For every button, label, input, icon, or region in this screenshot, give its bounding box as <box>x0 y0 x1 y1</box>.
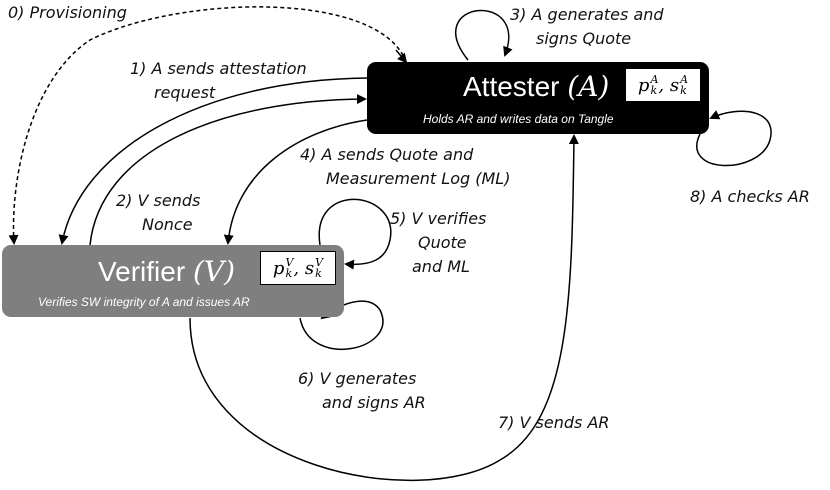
step-7-label: 7) V sends AR <box>498 413 610 432</box>
step-4-label-line1: 4) A sends Quote and <box>300 145 474 164</box>
verifier-key-sup-1: V <box>285 256 294 269</box>
verifier-key-secret: s <box>304 257 315 279</box>
step-0-label: 0) Provisioning <box>8 3 127 22</box>
loop-verify-quote <box>318 198 392 270</box>
step-3-label-line2: signs Quote <box>536 29 632 48</box>
loop-generate-ar <box>299 300 384 351</box>
attester-symbol: (A) <box>567 70 610 103</box>
verifier-key-sub-1: k <box>285 267 293 280</box>
attester-key-sub-1: k <box>650 84 658 97</box>
step-6-label-line2: and signs AR <box>322 393 426 412</box>
verifier-description: Verifies SW integrity of A and issues AR <box>38 295 250 309</box>
step-5-label-line2: Quote <box>418 233 467 252</box>
attester-key-public: p <box>637 74 650 96</box>
attester-key-sub-2: k <box>680 84 687 97</box>
verifier-key-sup-2: V <box>315 256 324 269</box>
attester-name: Attester <box>463 71 560 102</box>
step-2-label-line2: Nonce <box>142 215 193 234</box>
arrow-quote-ml <box>223 119 368 245</box>
attester-key-sup-2: A <box>680 73 689 86</box>
verifier-name: Verifier <box>98 256 186 287</box>
verifier-symbol: (V) <box>192 255 236 288</box>
attester-description: Holds AR and writes data on Tangle <box>423 112 614 126</box>
verifier-key-public: p <box>272 257 285 279</box>
arrow-provisioning-head-attester <box>395 49 408 64</box>
step-5-label-line1: 5) V verifies <box>390 209 487 228</box>
step-8-label: 8) A checks AR <box>690 187 810 206</box>
step-1-label-line2: request <box>154 83 216 102</box>
step-2-label-line1: 2) V sends <box>116 191 201 210</box>
arrow-attestation-request <box>58 77 368 245</box>
step-5-label-line3: and ML <box>412 257 470 276</box>
verifier-key-sub-2: k <box>315 267 322 280</box>
loop-check-ar <box>696 110 772 167</box>
arrow-nonce <box>89 94 367 246</box>
step-6-label-line1: 6) V generates <box>298 369 417 388</box>
attester-title: Attester (A) <box>463 70 609 103</box>
step-3-label-line1: 3) A generates and <box>510 5 664 24</box>
step-4-label-line2: Measurement Log (ML) <box>326 169 511 188</box>
step-1-label-line1: 1) A sends attestation <box>130 59 307 78</box>
arrow-provisioning <box>8 6 407 245</box>
verifier-title: Verifier (V) <box>98 255 235 288</box>
loop-generate-quote <box>454 9 513 61</box>
attester-key-secret: s <box>669 74 680 96</box>
attester-key-sup-1: A <box>650 73 659 86</box>
verifier-node: Verifier (V) Verifies SW integrity of A … <box>2 245 344 317</box>
arrow-send-ar <box>189 134 579 482</box>
attester-node: Attester (A) Holds AR and writes data on… <box>367 62 709 134</box>
